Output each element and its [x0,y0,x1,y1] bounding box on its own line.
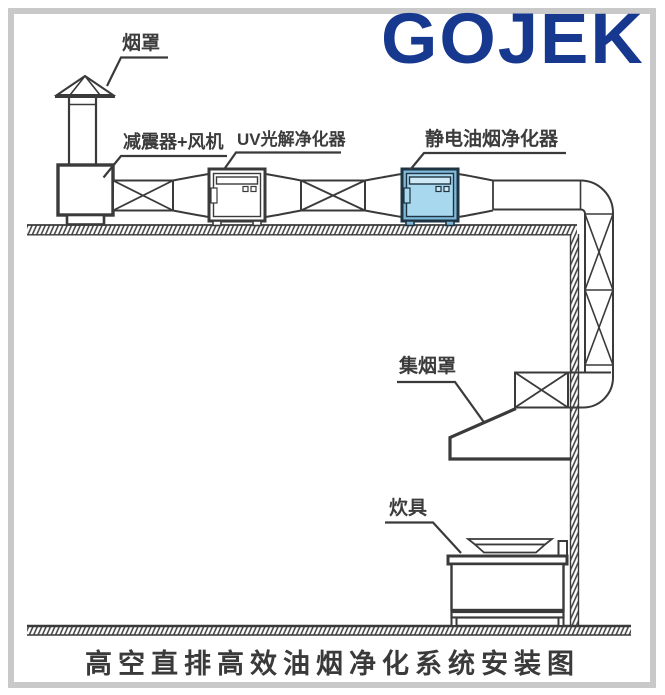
wall [569,234,580,626]
collection-hood [448,407,572,461]
esp-purifier-box [400,167,460,227]
roof-slab [27,224,577,236]
cooker-stove [446,538,569,627]
chimney-stack [53,74,117,165]
label-uv-purifier: UV光解净化器 [237,130,346,149]
label-esp-purifier: 静电油烟净化器 [425,129,559,150]
brand-logo: GOJEK [381,0,645,79]
label-cookware: 炊具 [389,498,428,519]
uv-purifier-box [207,167,267,227]
hood-connector-box [514,371,569,409]
duct-section-2 [264,173,403,218]
fan-unit [56,163,115,226]
diagram-title: 高空直排高效油烟净化系统安装图 [85,649,580,679]
page-border [8,8,656,688]
label-collection-hood: 集烟罩 [399,356,457,377]
label-damper-fan: 减震器+风机 [123,132,224,152]
leader-lines [102,56,566,554]
duct-section-1 [112,173,210,218]
label-chimney-cap: 烟罩 [122,33,161,54]
floor-slab [27,624,631,636]
